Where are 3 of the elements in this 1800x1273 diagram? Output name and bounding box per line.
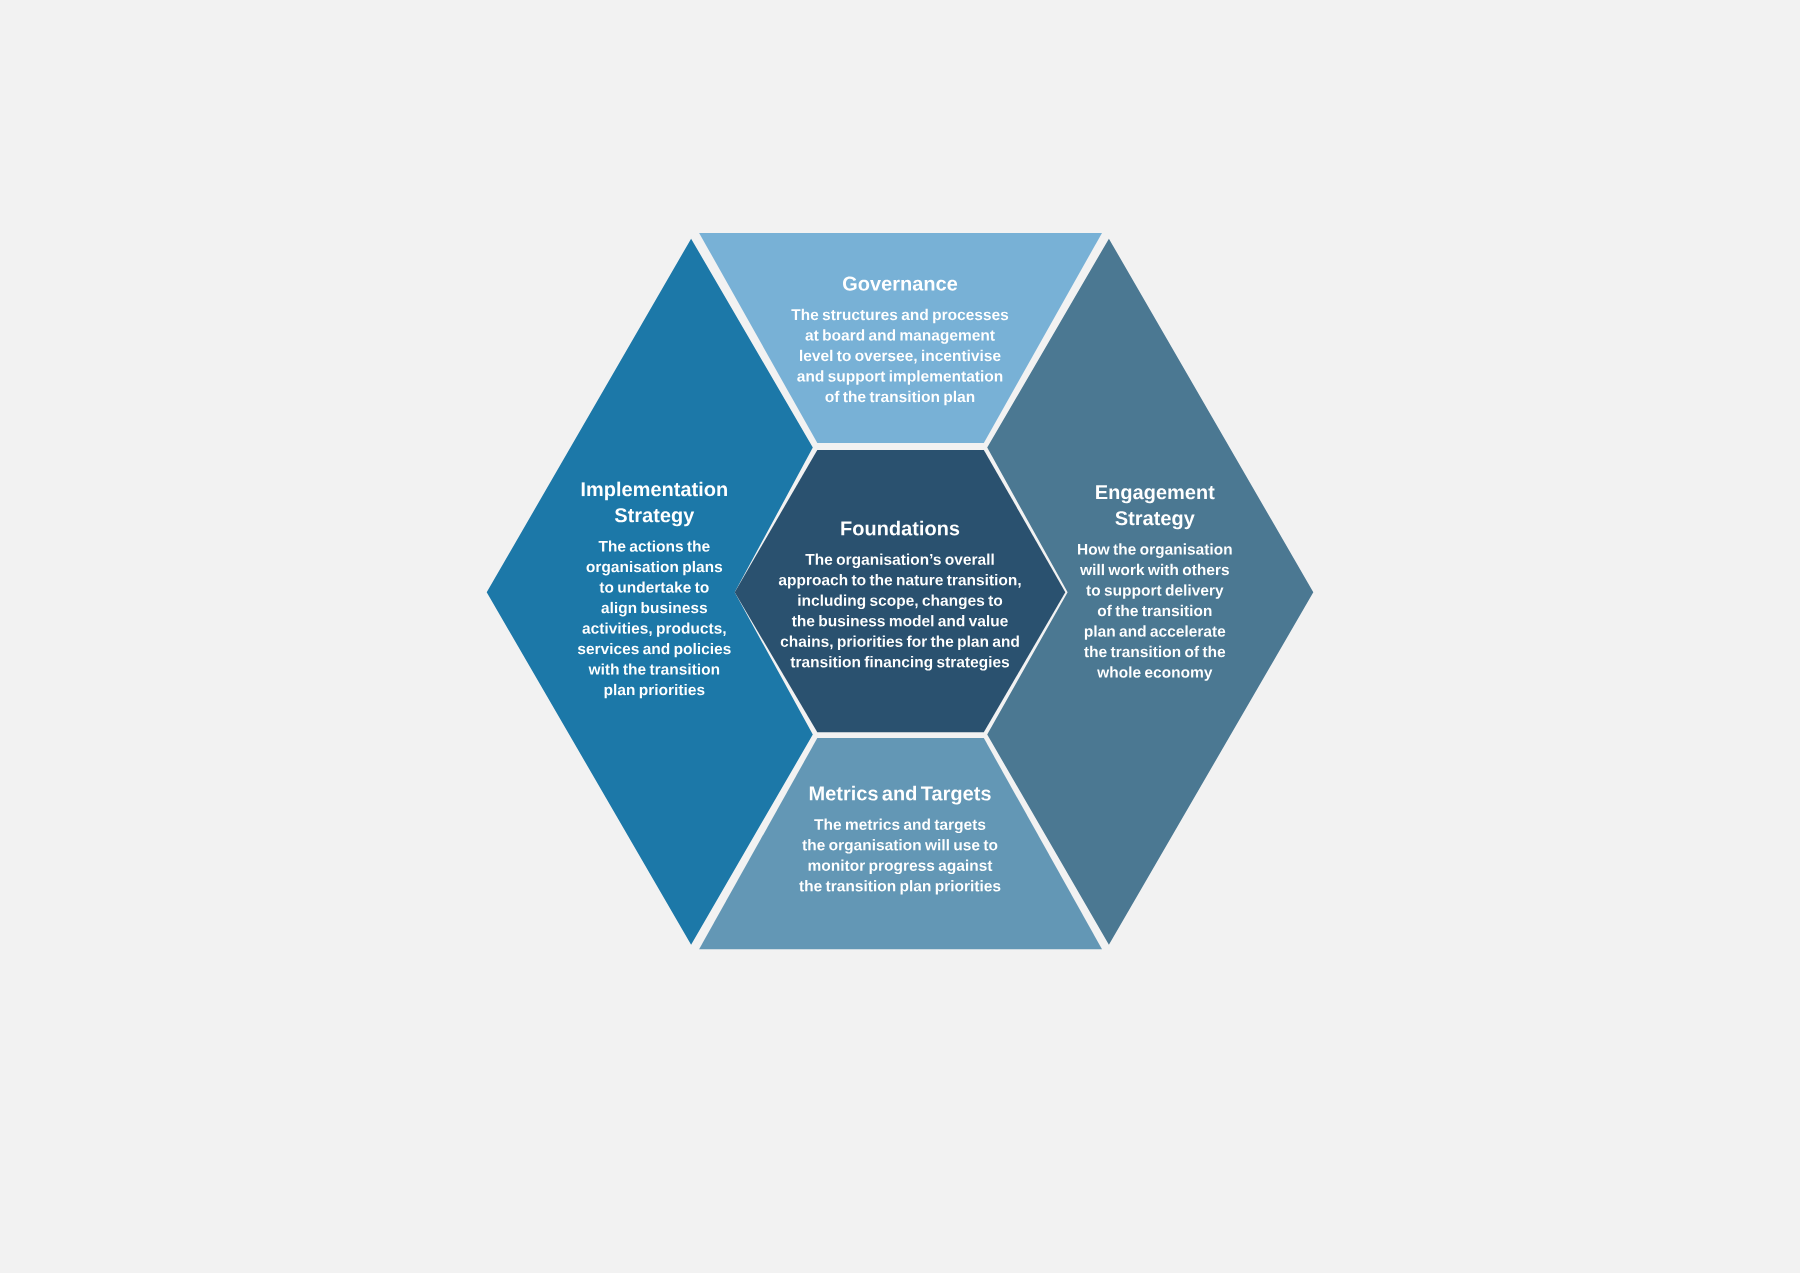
hexagon-panel: Foundations The organisation’s overall approach to the nature transition, including scope, changes to the business model and value chains, priorities for the plan and transition financing strategies <box>734 449 1066 733</box>
trapezoid-panel: Governance The structures and processes at board and management level to oversee, incentivise and support implementation of the transition plan <box>699 232 1102 443</box>
trapezoid-panel: Metrics and Targets The metrics and targets the organisation will use to monitor progress against the transition plan priorities <box>699 738 1102 950</box>
